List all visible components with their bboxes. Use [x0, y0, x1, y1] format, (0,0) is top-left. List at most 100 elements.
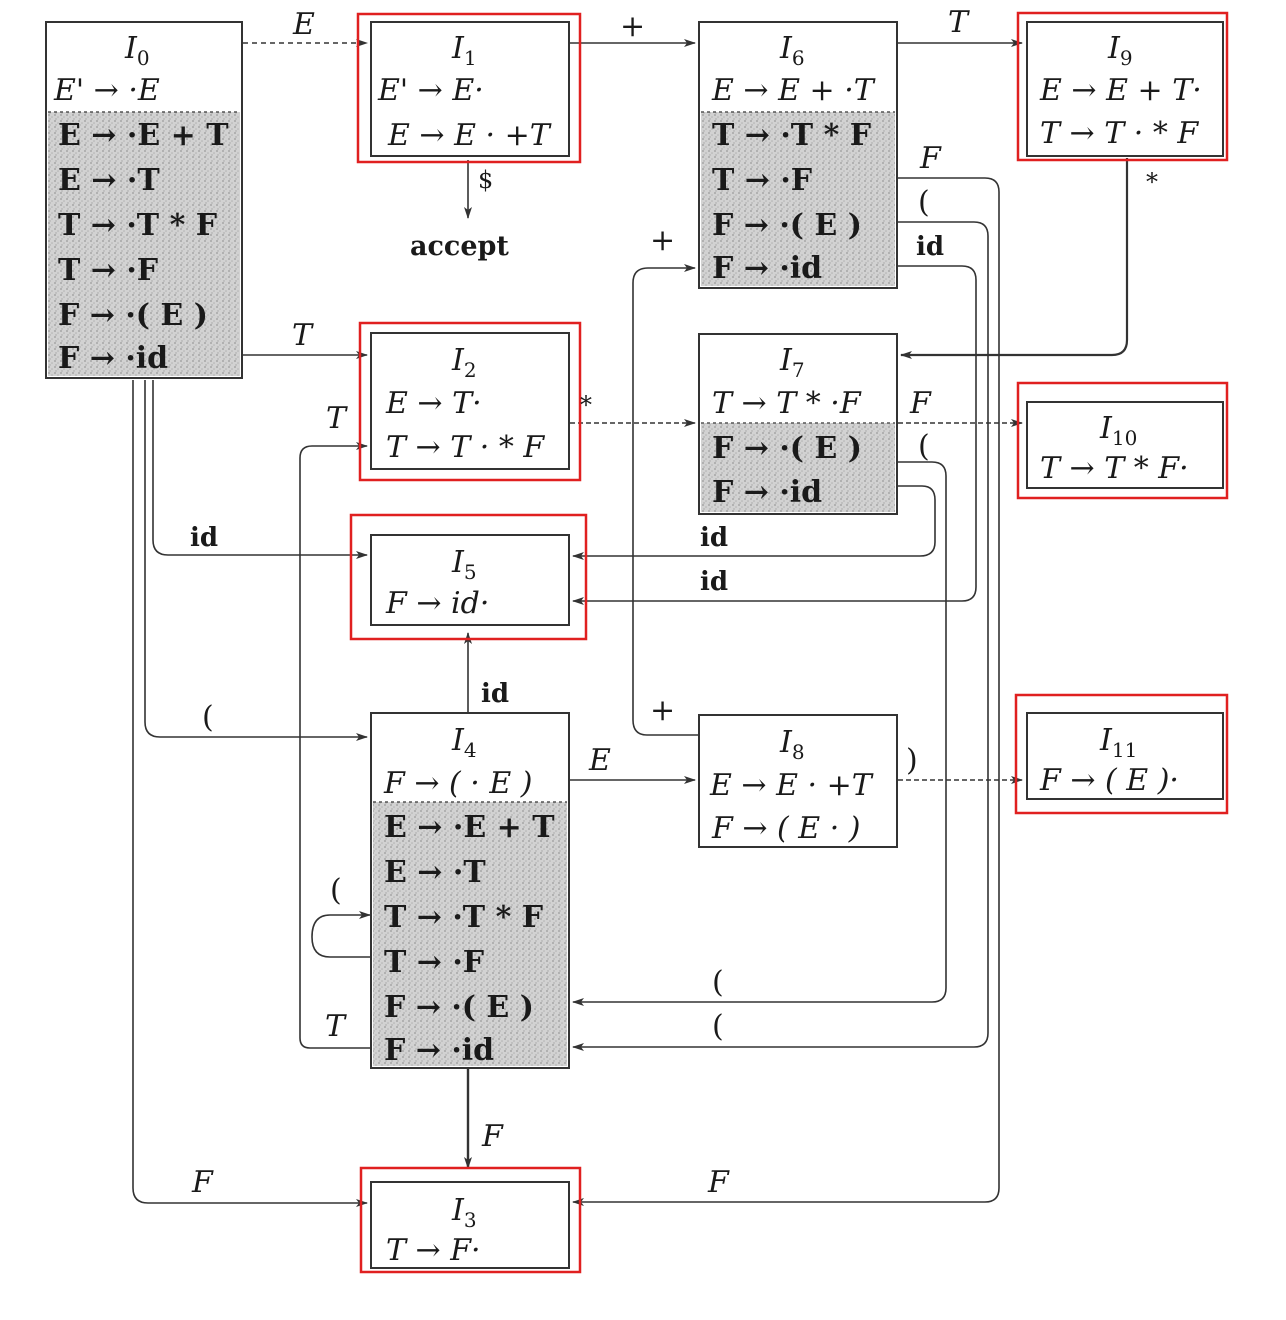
item: F → ( E · ) — [711, 811, 860, 846]
item: F → ·( E ) — [58, 298, 208, 333]
edge-i0-i5 — [152, 380, 368, 559]
edge-label: + — [650, 693, 675, 728]
item: E → ·E + T — [58, 118, 229, 153]
state-i9: I9 E → E + T· T → T · * F — [1026, 21, 1224, 157]
edge-label: ( — [202, 700, 214, 735]
edge-label: F — [707, 1165, 730, 1200]
item: T → ·F — [384, 945, 484, 980]
item: F → ( E )· — [1039, 763, 1179, 798]
state-i2: I2 E → T· T → T · * F — [370, 332, 570, 470]
state-title: I9 — [1107, 31, 1133, 70]
edge-label: ( — [330, 873, 342, 908]
highlight-i10 — [1016, 381, 1229, 500]
item: T → ·F — [58, 253, 158, 288]
state-title: I7 — [779, 343, 805, 382]
item: E → ·E + T — [384, 810, 555, 845]
state-i3: I3 T → F· — [370, 1181, 570, 1269]
edge-label: ( — [712, 1009, 724, 1044]
highlight-i9 — [1016, 11, 1229, 162]
edge-label: T — [325, 1009, 347, 1044]
edge-i7-i4 — [572, 461, 947, 1006]
highlight-i11 — [1014, 693, 1229, 815]
state-i5: I5 F → id· — [370, 534, 570, 626]
edge-labels: E + T $ T T * id ( F id E ( T F + + ) F … — [190, 5, 1158, 1200]
state-title: I3 — [451, 1193, 477, 1232]
item: E' → E· — [377, 73, 484, 108]
item: E → E + ·T — [711, 73, 876, 108]
item: F → ·( E ) — [384, 990, 534, 1025]
edge-i0-i4 — [144, 380, 368, 741]
edge-label: ( — [712, 965, 724, 1000]
item: E → ·T — [58, 163, 160, 198]
item: F → id· — [385, 586, 489, 621]
edge-label: * — [1146, 168, 1158, 196]
edge-label: T — [948, 5, 970, 40]
highlight-i2 — [358, 321, 582, 482]
edge-label: T — [326, 401, 348, 436]
item: F → ·id — [712, 475, 822, 510]
edge-label: E — [588, 743, 611, 778]
edge-label: ( — [918, 429, 930, 464]
item: E' → ·E — [53, 73, 160, 108]
item: F → ·( E ) — [712, 431, 862, 466]
edge-i6-i4 — [572, 221, 989, 1051]
edge-i4-self — [311, 911, 372, 958]
state-title: I6 — [779, 31, 805, 70]
edge-label: ) — [906, 743, 918, 778]
edge-label: id — [481, 679, 509, 709]
state-title: I4 — [451, 723, 477, 762]
edges — [132, 39, 1129, 1207]
item: E → E · +T — [709, 768, 874, 803]
state-title: I2 — [451, 343, 477, 382]
item: T → T * ·F — [712, 386, 862, 421]
item: E → T· — [385, 386, 482, 421]
edge-label: id — [916, 232, 944, 262]
edge-label: id — [700, 567, 728, 597]
edge-label: id — [700, 523, 728, 553]
item: T → ·T * F — [58, 208, 217, 243]
edge-label: T — [292, 318, 314, 353]
edge-label: * — [580, 391, 592, 419]
edge-i0-i3 — [132, 380, 368, 1207]
edge-label: + — [650, 223, 675, 258]
edge-label: F — [919, 141, 942, 176]
state-i4: I4 F → ( · E ) E → ·E + T E → ·T T → ·T … — [370, 712, 570, 1069]
item: F → ·id — [384, 1033, 494, 1068]
edge-label: + — [620, 9, 645, 44]
edge-label: E — [292, 7, 315, 42]
edge-label: id — [190, 523, 218, 553]
state-title: I11 — [1099, 723, 1137, 762]
state-title: I0 — [124, 31, 150, 70]
edge-i6-i3 — [572, 177, 1000, 1206]
state-i11: I11 F → ( E )· — [1026, 712, 1224, 800]
edge-i6-i5 — [572, 265, 977, 605]
edge-i7-i5 — [572, 485, 936, 560]
item: T → F· — [386, 1233, 481, 1268]
state-i8: I8 E → E · +T F → ( E · ) — [698, 714, 898, 848]
state-title: I5 — [451, 545, 477, 584]
state-i7: I7 T → T * ·F F → ·( E ) F → ·id — [698, 333, 898, 515]
state-title: I10 — [1099, 411, 1137, 450]
state-i0: I0 E' → ·E E → ·E + T E → ·T T → ·T * F … — [45, 21, 243, 379]
item: T → ·T * F — [712, 118, 871, 153]
edge-label: F — [191, 1165, 214, 1200]
highlight-i1 — [356, 12, 582, 164]
item: F → ·( E ) — [712, 208, 862, 243]
state-i6: I6 E → E + ·T T → ·T * F T → ·F F → ·( E… — [698, 21, 898, 289]
item: T → ·T * F — [384, 900, 543, 935]
item: E → E + T· — [1039, 73, 1202, 108]
edge-i4-i2 — [299, 442, 370, 1049]
item: F → ·id — [58, 341, 168, 376]
state-title: I8 — [779, 725, 805, 764]
item: T → T * F· — [1040, 451, 1189, 486]
item: T → T · * F — [386, 430, 545, 465]
edge-label: F — [481, 1119, 504, 1154]
state-i10: I10 T → T * F· — [1026, 401, 1224, 489]
edge-i8-i6 — [632, 264, 698, 736]
edge-label: ( — [918, 185, 930, 220]
highlight-i5 — [349, 513, 588, 641]
edge-label: F — [909, 386, 932, 421]
item: E → ·T — [384, 855, 486, 890]
accept-label: accept — [410, 231, 509, 262]
